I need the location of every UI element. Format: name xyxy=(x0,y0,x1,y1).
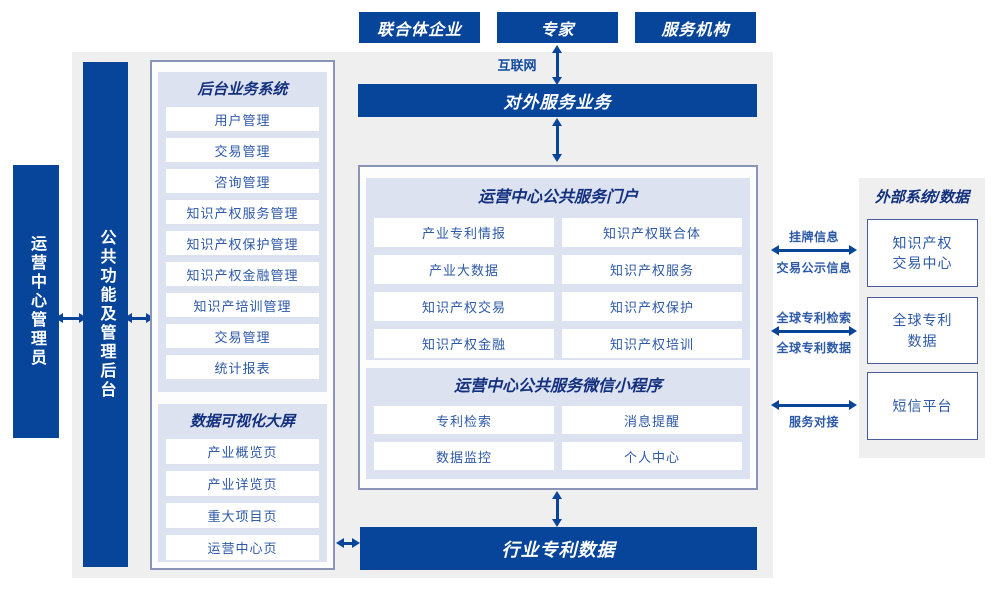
dashboard-title: 数据可视化大屏 xyxy=(189,413,295,430)
external-service-bar: 对外服务业务 xyxy=(358,84,757,117)
list-item: 重大项目页 xyxy=(166,503,319,528)
box-line: 交易中心 xyxy=(892,255,953,271)
list-item: 知识产权服务 xyxy=(562,255,742,284)
list-item: 产业详览页 xyxy=(166,471,319,496)
list-item: 知识产培训管理 xyxy=(166,293,319,317)
portal-title: 运营中心公共服务门户 xyxy=(477,189,638,206)
portal-section: 运营中心公共服务门户 产业专利情报 知识产权联合体 产业大数据 知识产权服务 知… xyxy=(366,178,750,360)
list-item: 知识产权联合体 xyxy=(562,218,742,247)
dashboard-section: 数据可视化大屏 产业概览页 产业详览页 重大项目页 运营中心页 xyxy=(158,404,327,562)
portal-grid: 产业专利情报 知识产权联合体 产业大数据 知识产权服务 知识产权交易 知识产权保… xyxy=(374,218,742,358)
rail-label: 运营中心管理员 xyxy=(28,235,45,368)
box-line: 短信平台 xyxy=(892,397,953,414)
list-item: 知识产权交易 xyxy=(374,292,554,321)
miniprogram-title: 运营中心公共服务微信小程序 xyxy=(453,378,662,395)
label-global-patent-data: 全球专利数据 xyxy=(776,341,852,355)
list-item: 知识产权金融 xyxy=(374,329,554,358)
miniprogram-grid: 专利检索 消息提醒 数据监控 个人中心 xyxy=(374,406,742,470)
list-item: 交易管理 xyxy=(166,138,319,162)
list-item: 产业大数据 xyxy=(374,255,554,284)
arrow-actors-external-service xyxy=(552,45,562,85)
list-item: 专利检索 xyxy=(374,406,554,434)
list-item: 数据监控 xyxy=(374,442,554,470)
label-listing-info: 挂牌信息 xyxy=(788,230,839,244)
actor-service-agency: 服务机构 xyxy=(635,12,756,43)
external-box-sms-platform: 短信平台 xyxy=(867,372,978,440)
list-item: 知识产权保护 xyxy=(562,292,742,321)
actor-label: 专家 xyxy=(540,21,575,39)
external-service-label: 对外服务业务 xyxy=(503,93,612,112)
internet-label: 互联网 xyxy=(497,58,537,73)
arrow-global-patent xyxy=(771,326,857,336)
list-item: 咨询管理 xyxy=(166,169,319,193)
label-global-patent-search: 全球专利检索 xyxy=(776,311,852,325)
list-item: 知识产权金融管理 xyxy=(166,262,319,286)
backend-system-title: 后台业务系统 xyxy=(197,81,288,98)
list-item: 交易管理 xyxy=(166,324,319,348)
rail-operations-center-admin: 运营中心管理员 xyxy=(13,165,59,438)
list-item: 消息提醒 xyxy=(562,406,742,434)
box-line: 数据 xyxy=(907,332,938,349)
label-trade-publicity: 交易公示信息 xyxy=(776,261,852,275)
list-item: 统计报表 xyxy=(166,355,319,379)
industry-data-label: 行业专利数据 xyxy=(501,539,616,560)
backend-dashboard-panel: 后台业务系统 用户管理 交易管理 咨询管理 知识产权服务管理 知识产权保护管理 … xyxy=(150,60,335,570)
list-item: 运营中心页 xyxy=(166,535,319,560)
backend-system-section: 后台业务系统 用户管理 交易管理 咨询管理 知识产权服务管理 知识产权保护管理 … xyxy=(158,72,327,392)
arrow-miniprogram-industry-data xyxy=(552,491,562,527)
actor-expert: 专家 xyxy=(497,12,618,43)
actor-label: 联合体企业 xyxy=(376,21,462,39)
list-item: 知识产权服务管理 xyxy=(166,200,319,224)
box-line: 知识产权 xyxy=(892,234,953,251)
list-item: 个人中心 xyxy=(562,442,742,470)
label-service-connect: 服务对接 xyxy=(788,415,839,429)
list-item: 产业概览页 xyxy=(166,439,319,464)
arrow-trade-center xyxy=(771,245,857,255)
arrow-sms-platform xyxy=(771,400,857,410)
industry-data-bar: 行业专利数据 xyxy=(360,527,757,570)
box-line: 全球专利 xyxy=(892,312,953,329)
external-box-ip-trade-center: 知识产权 交易中心 xyxy=(867,219,978,287)
rail-label: 公共功能及管理后台 xyxy=(97,229,115,400)
external-box-global-patent-data: 全球专利 数据 xyxy=(867,297,978,364)
arrow-external-service-portal xyxy=(552,118,562,162)
dashboard-list: 产业概览页 产业详览页 重大项目页 运营中心页 xyxy=(166,439,319,560)
actor-label: 服务机构 xyxy=(661,21,730,39)
arrow-dashboard-industry-data xyxy=(336,538,360,548)
actor-consortium-enterprise: 联合体企业 xyxy=(359,12,480,43)
external-panel-title: 外部系统/数据 xyxy=(874,189,970,206)
list-item: 产业专利情报 xyxy=(374,218,554,247)
portal-panel: 运营中心公共服务门户 产业专利情报 知识产权联合体 产业大数据 知识产权服务 知… xyxy=(358,165,758,490)
arrow-backend-panel xyxy=(124,313,154,323)
list-item: 知识产权培训 xyxy=(562,329,742,358)
list-item: 知识产权保护管理 xyxy=(166,231,319,255)
arrow-admin-backend xyxy=(55,313,87,323)
list-item: 用户管理 xyxy=(166,107,319,131)
rail-public-function-admin-backend: 公共功能及管理后台 xyxy=(83,62,128,567)
backend-system-list: 用户管理 交易管理 咨询管理 知识产权服务管理 知识产权保护管理 知识产权金融管… xyxy=(166,107,319,379)
miniprogram-section: 运营中心公共服务微信小程序 专利检索 消息提醒 数据监控 个人中心 xyxy=(366,368,750,479)
